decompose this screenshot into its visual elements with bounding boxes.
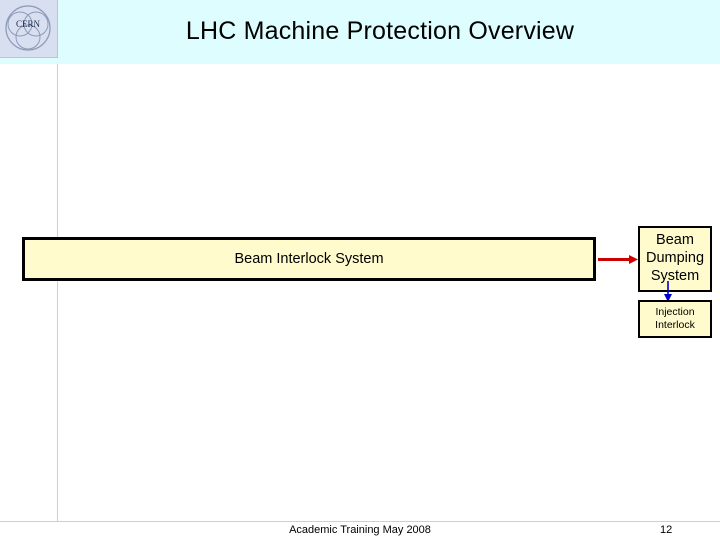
svg-text:CERN: CERN (16, 19, 41, 29)
page-number: 12 (660, 524, 673, 536)
header-band (0, 0, 720, 64)
bis-to-dump-arrow-icon (598, 255, 638, 264)
injection-interlock-line2: Interlock (655, 319, 695, 331)
beam-dumping-system-box: Beam Dumping System (638, 226, 712, 292)
footer-text: Academic Training May 2008 (289, 524, 431, 536)
injection-interlock-box: Injection Interlock (638, 300, 712, 338)
cern-logo-graphic: CERN (5, 5, 51, 51)
cern-logo: CERN (0, 0, 58, 58)
beam-interlock-system-box: Beam Interlock System (22, 237, 596, 281)
injection-interlock-label: Injection Interlock (655, 306, 695, 332)
beam-interlock-system-label: Beam Interlock System (234, 251, 384, 267)
left-divider (57, 64, 58, 522)
bottom-divider (0, 521, 720, 522)
injection-interlock-line1: Injection (655, 305, 695, 318)
page-title: LHC Machine Protection Overview (185, 17, 575, 45)
bis-to-injection-arrow-icon (664, 281, 672, 302)
beam-dumping-system-label: Beam Dumping System (645, 232, 705, 284)
